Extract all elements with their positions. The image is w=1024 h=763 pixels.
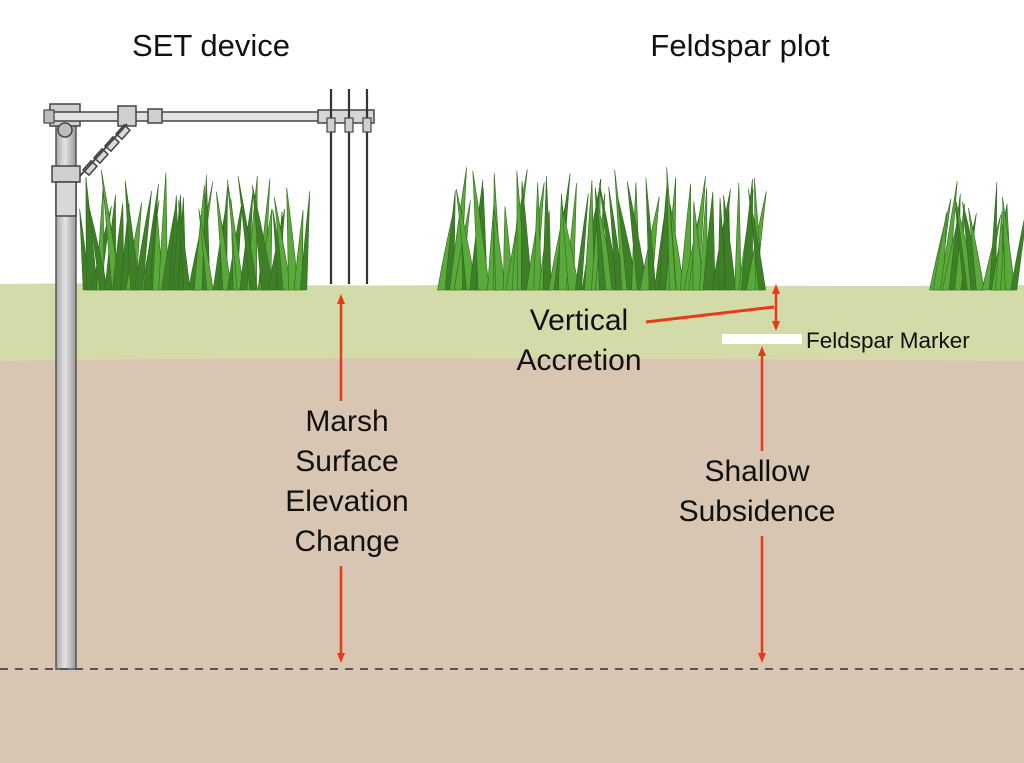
grass-blade <box>542 176 552 291</box>
grass-blade <box>300 191 311 291</box>
shallow-subsidence-label: Shallow Subsidence <box>660 452 854 532</box>
grass-blade <box>968 207 985 291</box>
grass-blade <box>133 190 152 291</box>
grass-blade <box>493 205 506 291</box>
grass-blade <box>669 204 685 291</box>
grass-blade <box>198 208 214 291</box>
grass-blade <box>226 179 244 291</box>
feldspar-plot-title: Feldspar plot <box>650 28 830 63</box>
feldspar-marker-label: Feldspar Marker <box>806 328 970 353</box>
grass-blade <box>216 191 232 291</box>
grass-blade <box>286 187 299 291</box>
grass-blade <box>747 188 766 291</box>
grass-blade <box>124 180 140 291</box>
feldspar-marker <box>722 334 802 344</box>
accretion-arrow <box>645 284 780 331</box>
label-line: Shallow <box>704 455 810 488</box>
grass-blade <box>574 193 589 291</box>
grass-blade <box>533 182 542 291</box>
subsurface-soil <box>0 355 1024 763</box>
label-line: Surface <box>295 445 399 478</box>
label-line: Accretion <box>516 344 642 377</box>
marsh-surface-elevation-change-label: Marsh Surface Elevation Change <box>262 402 432 562</box>
grass-blade <box>520 180 533 291</box>
grass-clump-middle <box>437 167 767 291</box>
grass-blade <box>273 196 292 291</box>
grass-blade <box>702 191 716 291</box>
grass-blade <box>178 200 191 291</box>
grass-blade <box>645 177 657 291</box>
label-line: Vertical <box>529 304 629 337</box>
set-device-title: SET device <box>132 28 290 63</box>
grass-blade <box>237 175 258 291</box>
grass-blade <box>723 195 737 291</box>
grass-blade <box>472 170 490 291</box>
grass-blade <box>87 203 109 291</box>
set-device <box>43 89 375 670</box>
grass-blade <box>1010 218 1024 291</box>
vertical-accretion-label: Vertical Accretion <box>494 301 664 381</box>
grass-blade <box>561 206 580 291</box>
grass-clump-right <box>929 180 1024 291</box>
grass-blade <box>626 181 649 291</box>
grass-blade <box>666 167 677 291</box>
label-line: Change <box>294 525 400 558</box>
grass-blade <box>251 184 274 291</box>
label-line: Marsh <box>305 405 389 438</box>
grass-blade <box>734 182 742 291</box>
diagonal-brace <box>81 123 132 177</box>
grass-clump-left <box>79 169 311 291</box>
label-line: Subsidence <box>678 495 836 528</box>
label-line: Elevation <box>285 485 409 518</box>
grass-blade <box>1002 196 1016 291</box>
